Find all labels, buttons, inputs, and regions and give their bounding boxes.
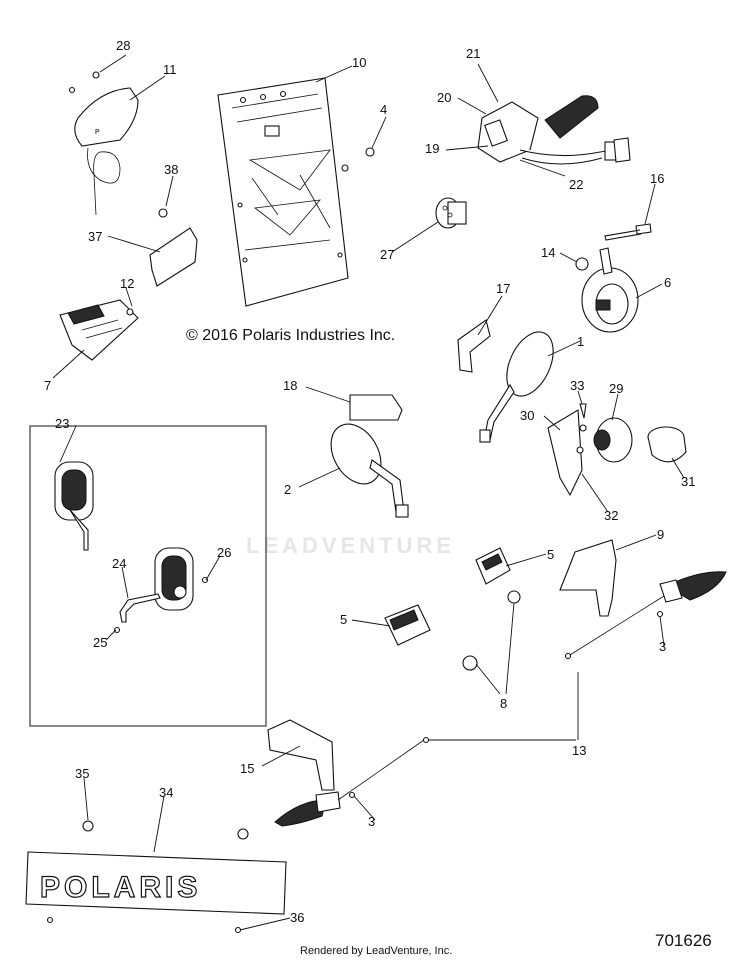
callout-16: 16 xyxy=(650,171,664,186)
part-35-nut-b xyxy=(237,828,249,840)
watermark: LEADVENTURE xyxy=(246,533,456,558)
callout-6: 6 xyxy=(664,275,671,290)
callout-15: 15 xyxy=(240,761,254,776)
callout-30: 30 xyxy=(520,408,534,423)
part-15-bracket xyxy=(267,719,335,791)
part-16-bolt xyxy=(604,223,652,241)
part-31-ring xyxy=(647,426,687,463)
leader-lines xyxy=(52,54,685,931)
svg-text:P: P xyxy=(95,129,100,136)
callout-38: 38 xyxy=(164,162,178,177)
part-8-nut-b xyxy=(462,655,478,671)
callout-33: 33 xyxy=(570,378,584,393)
callout-25: 25 xyxy=(93,635,107,650)
callout-31: 31 xyxy=(681,474,695,489)
part-6-horn xyxy=(581,247,639,333)
part-37-bracket xyxy=(149,227,198,287)
part-9-bracket xyxy=(559,539,617,617)
part-2-mirror xyxy=(330,423,409,518)
callout-35: 35 xyxy=(75,766,89,781)
part-8-nut-a xyxy=(507,590,521,604)
part-4-nut-b xyxy=(341,164,349,172)
copyright-text: © 2016 Polaris Industries Inc. xyxy=(186,327,396,344)
callout-34: 34 xyxy=(159,785,173,800)
part-5-relay-a xyxy=(475,547,511,585)
callout-18: 18 xyxy=(283,378,297,393)
callout-37: 37 xyxy=(88,229,102,244)
callout-3b: 3 xyxy=(368,814,375,829)
part-1-mirror xyxy=(479,331,554,443)
callout-4: 4 xyxy=(380,102,387,117)
callout-36: 36 xyxy=(290,910,304,925)
part-7-connector xyxy=(59,299,139,361)
part-36-screw-b xyxy=(46,916,54,924)
callout-27: 27 xyxy=(380,247,394,262)
callout-22: 22 xyxy=(569,177,583,192)
callout-2: 2 xyxy=(284,482,291,497)
callouts: 1 2 3 3 4 5 5 6 7 8 9 10 11 12 13 14 15 … xyxy=(44,38,695,925)
part-35-nut xyxy=(82,820,94,832)
part-28-nut-b xyxy=(68,86,76,94)
callout-14: 14 xyxy=(541,245,555,260)
part-27-connector xyxy=(435,197,467,229)
callout-24: 24 xyxy=(112,556,126,571)
callout-19: 19 xyxy=(425,141,439,156)
part-14-nut xyxy=(575,257,589,271)
callout-23: 23 xyxy=(55,416,69,431)
part-5-relay-b xyxy=(384,604,431,646)
footer-text: Rendered by LeadVenture, Inc. xyxy=(300,945,453,957)
callout-9: 9 xyxy=(657,527,664,542)
plate-lettering: POLARIS xyxy=(40,871,201,904)
part-29-30-ignition xyxy=(547,409,633,497)
diagram-id: 701626 xyxy=(655,931,712,950)
callout-3a: 3 xyxy=(659,639,666,654)
part-3-13-turn-signal-right xyxy=(564,571,727,660)
callout-5a: 5 xyxy=(547,547,554,562)
part-11-light-housing: P xyxy=(74,87,139,216)
part-34-logo-plate: POLARIS xyxy=(25,851,287,915)
callout-28: 28 xyxy=(116,38,130,53)
part-13-turn-signal-left xyxy=(274,736,430,827)
callout-21: 21 xyxy=(466,46,480,61)
callout-12: 12 xyxy=(120,276,134,291)
callout-20: 20 xyxy=(437,90,451,105)
callout-10: 10 xyxy=(352,55,366,70)
part-24-26-mirror xyxy=(113,547,209,634)
callout-5b: 5 xyxy=(340,612,347,627)
inset-box-23 xyxy=(29,425,267,727)
part-17-bracket xyxy=(457,319,491,373)
part-10-plate-bracket xyxy=(217,77,349,307)
part-18-bracket xyxy=(349,394,403,421)
part-4-nut xyxy=(365,147,375,157)
callout-13: 13 xyxy=(572,743,586,758)
callout-11: 11 xyxy=(163,62,177,77)
part-36-screw xyxy=(234,926,242,934)
part-33-screw xyxy=(579,403,587,419)
part-23-mirror xyxy=(54,461,94,551)
callout-32: 32 xyxy=(604,508,618,523)
callout-7: 7 xyxy=(44,378,51,393)
callout-26: 26 xyxy=(217,545,231,560)
part-38-nut xyxy=(158,208,168,218)
callout-8: 8 xyxy=(500,696,507,711)
part-28-nut xyxy=(92,71,100,79)
callout-29: 29 xyxy=(609,381,623,396)
callout-17: 17 xyxy=(496,281,510,296)
part-19-22-handlebar-switch xyxy=(477,95,631,165)
callout-1: 1 xyxy=(577,334,584,349)
